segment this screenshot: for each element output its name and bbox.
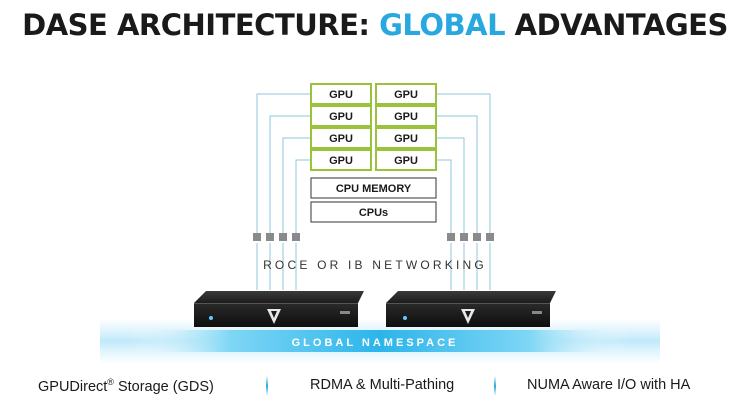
gpu-box: GPU	[375, 83, 437, 105]
feature-gds-text: GPUDirect	[38, 378, 108, 395]
title-suffix: ADVANTAGES	[505, 8, 729, 42]
gpu-box: GPU	[375, 149, 437, 171]
title-prefix: DASE ARCHITECTURE:	[22, 8, 380, 42]
feature-gds: GPUDirect® Storage (GDS)	[38, 377, 214, 395]
svg-text:GPU: GPU	[394, 89, 418, 101]
feature-numa: NUMA Aware I/O with HA	[527, 377, 691, 393]
storage-server-right	[386, 291, 556, 327]
feature-bar: GPUDirect® Storage (GDS) RDMA & Multi-Pa…	[0, 374, 750, 398]
svg-text:GPU: GPU	[329, 133, 353, 145]
cpu-memory-box: CPU MEMORY	[310, 177, 437, 199]
left-connectors	[256, 93, 311, 290]
gpu-grid: GPU GPU GPU GPU GPU GPU GPU GPU	[310, 83, 437, 171]
svg-text:GPU: GPU	[329, 89, 353, 101]
separator	[494, 376, 496, 396]
registered-mark: ®	[107, 377, 114, 387]
gpu-box: GPU	[375, 127, 437, 149]
svg-text:CPUs: CPUs	[359, 207, 388, 219]
global-namespace-band	[130, 330, 630, 352]
network-label: ROCE OR IB NETWORKING	[263, 258, 487, 272]
svg-text:GPU: GPU	[394, 133, 418, 145]
power-led	[403, 316, 407, 320]
gpu-box: GPU	[310, 149, 372, 171]
feature-rdma: RDMA & Multi-Pathing	[310, 377, 455, 393]
page-title: DASE ARCHITECTURE: GLOBAL ADVANTAGES	[0, 8, 750, 42]
svg-text:GPU: GPU	[394, 155, 418, 167]
svg-text:CPU MEMORY: CPU MEMORY	[336, 183, 412, 195]
namespace-label: GLOBAL NAMESPACE	[291, 337, 459, 349]
storage-server-left	[194, 291, 364, 327]
title-accent: GLOBAL	[379, 8, 506, 42]
gpu-box: GPU	[310, 83, 372, 105]
gpu-box: GPU	[375, 105, 437, 127]
gpu-box: GPU	[310, 127, 372, 149]
svg-text:GPU: GPU	[329, 155, 353, 167]
svg-text:GPU: GPU	[329, 111, 353, 123]
feature-gds-rest: Storage (GDS)	[113, 378, 214, 395]
power-led	[209, 316, 213, 320]
gpu-box: GPU	[310, 105, 372, 127]
cpus-box: CPUs	[310, 201, 437, 223]
svg-text:GPU: GPU	[394, 111, 418, 123]
switch-ports	[253, 233, 494, 241]
separator	[266, 376, 268, 396]
right-connectors	[436, 93, 491, 290]
